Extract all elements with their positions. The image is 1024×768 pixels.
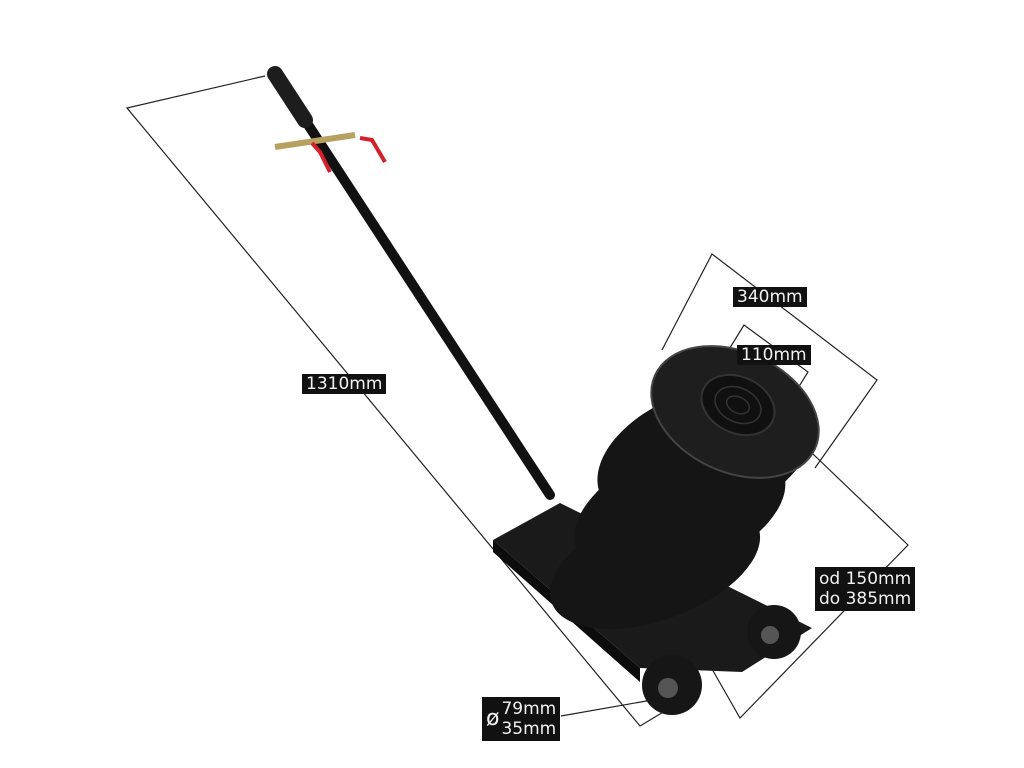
wheel-size-label: ø 79mm 35mm — [482, 697, 561, 741]
lift-pad — [700, 373, 776, 437]
handle-bar — [300, 115, 555, 500]
wheel-width: 35mm — [501, 719, 557, 739]
wheel-diameter: 79mm — [501, 699, 557, 719]
handle-length-label: 1310mm — [302, 374, 387, 394]
height-range-line — [699, 431, 909, 719]
diameter-symbol: ø — [486, 706, 500, 731]
height-min: od 150mm — [819, 569, 912, 589]
wheel-front — [642, 655, 702, 715]
wheel-callout-line — [560, 699, 653, 717]
air-valve — [274, 132, 387, 173]
wheel-rear — [747, 605, 801, 659]
height-max: do 385mm — [819, 589, 912, 609]
pad-diameter-label: 110mm — [737, 345, 811, 365]
plate-diameter-line — [661, 253, 878, 469]
handle-grip — [267, 66, 313, 128]
plate-diameter-label: 340mm — [733, 287, 807, 307]
height-range-label: od 150mm do 385mm — [815, 567, 916, 611]
